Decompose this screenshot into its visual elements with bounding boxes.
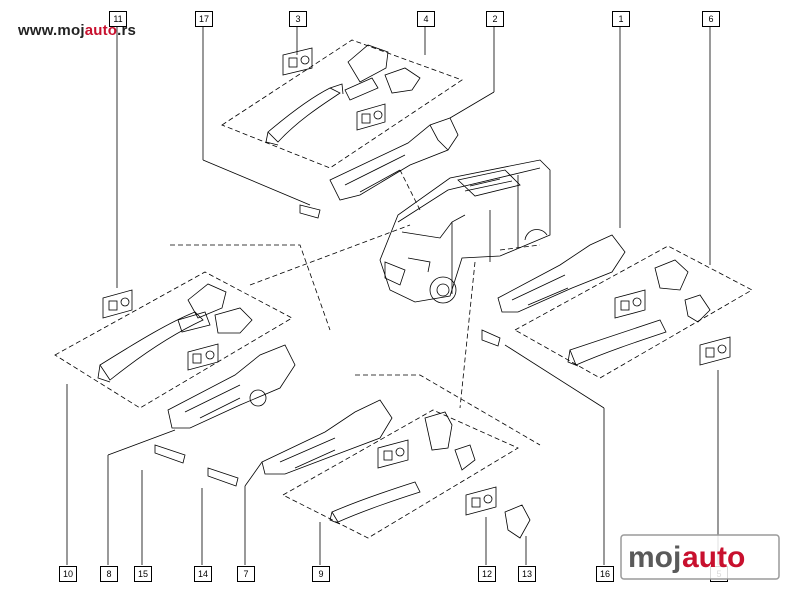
gasket-10b bbox=[187, 343, 219, 371]
callout-4: 4 bbox=[417, 11, 435, 27]
bracket-center bbox=[261, 399, 393, 475]
lock-housing-top bbox=[344, 77, 379, 101]
gasket-9a bbox=[377, 439, 409, 469]
handle-cover-left bbox=[187, 283, 227, 319]
callout-7: 7 bbox=[237, 566, 255, 582]
gasket-12 bbox=[465, 486, 497, 516]
van-illustration bbox=[379, 159, 551, 304]
gasket-5 bbox=[699, 336, 731, 366]
callout-11: 11 bbox=[109, 11, 127, 27]
gasket-11 bbox=[102, 289, 133, 319]
watermark-url: www.mojauto.rs bbox=[18, 22, 137, 39]
handle-left bbox=[97, 311, 204, 383]
callout-9: 9 bbox=[312, 566, 330, 582]
svg-text:auto: auto bbox=[682, 541, 745, 574]
callout-1: 1 bbox=[612, 11, 630, 27]
callout-8: 8 bbox=[100, 566, 118, 582]
brand-logo: moj auto bbox=[620, 534, 780, 580]
cover-center-b bbox=[454, 444, 476, 471]
bracket-top bbox=[329, 117, 459, 201]
pin-16 bbox=[481, 329, 501, 347]
gasket-4b bbox=[356, 103, 386, 131]
lock-cylinder-left bbox=[214, 307, 253, 334]
cover-right-b bbox=[684, 294, 711, 323]
callout-2: 2 bbox=[486, 11, 504, 27]
handle-top bbox=[265, 83, 344, 146]
cover-right-a bbox=[654, 259, 689, 291]
pin-17 bbox=[299, 204, 321, 219]
handle-right bbox=[567, 319, 667, 367]
callout-12: 12 bbox=[478, 566, 496, 582]
bracket-left bbox=[167, 344, 296, 429]
handle-cover-top bbox=[347, 44, 389, 83]
gasket-6a bbox=[614, 289, 646, 319]
callout-10: 10 bbox=[59, 566, 77, 582]
pin-15 bbox=[154, 444, 186, 464]
cover-13 bbox=[504, 504, 531, 539]
gasket-3 bbox=[282, 47, 313, 76]
callout-13: 13 bbox=[518, 566, 536, 582]
callout-16: 16 bbox=[596, 566, 614, 582]
callout-14: 14 bbox=[194, 566, 212, 582]
svg-text:moj: moj bbox=[628, 541, 681, 574]
pin-14 bbox=[207, 467, 239, 487]
cover-center-a bbox=[424, 411, 453, 451]
lock-cylinder-top bbox=[384, 67, 421, 94]
lock-housing-left bbox=[177, 311, 211, 333]
callout-3: 3 bbox=[289, 11, 307, 27]
handle-center bbox=[329, 481, 421, 525]
callout-6: 6 bbox=[702, 11, 720, 27]
callout-15: 15 bbox=[134, 566, 152, 582]
callout-17: 17 bbox=[195, 11, 213, 27]
bracket-right bbox=[497, 234, 626, 313]
